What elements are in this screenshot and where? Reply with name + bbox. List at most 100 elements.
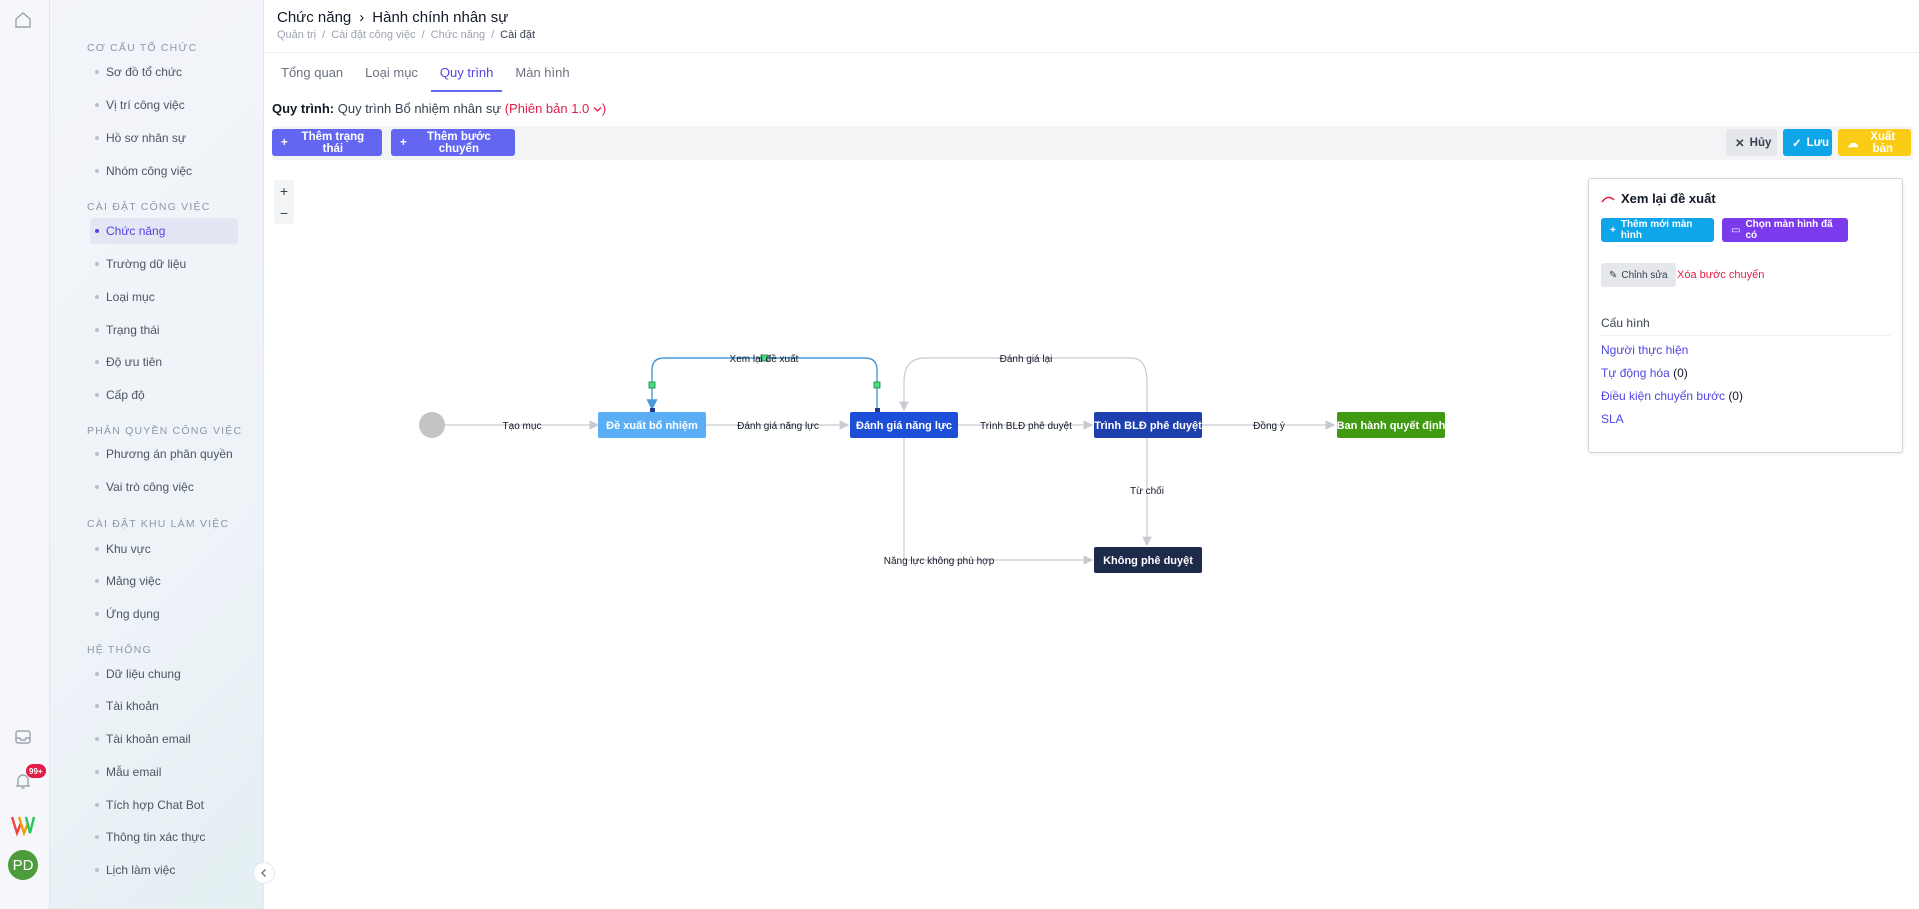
breadcrumb-item[interactable]: Chức năng: [430, 29, 486, 41]
edge-reassess[interactable]: [899, 357, 1148, 413]
page-title-function: Hành chính nhân sự: [372, 9, 509, 26]
cancel-label: Hủy: [1749, 136, 1772, 149]
node-label: Không phê duyệt: [1103, 555, 1193, 567]
edge-label-create[interactable]: Tạo mục: [503, 421, 542, 432]
tab-workflow[interactable]: Quy trình: [430, 63, 503, 92]
tab-item-types[interactable]: Loại mục: [365, 65, 418, 80]
chevron-down-icon: [593, 107, 602, 112]
breadcrumb-item[interactable]: Quản trị: [277, 29, 317, 41]
config-assignee-link[interactable]: Người thực hiện: [1601, 343, 1689, 357]
edge-label-review[interactable]: Xem lại đề xuất: [730, 353, 799, 365]
sidebar-item-accounts[interactable]: Tài khoản: [90, 693, 238, 719]
cancel-button[interactable]: ✕ Hủy: [1726, 129, 1777, 156]
breadcrumb-item[interactable]: Cài đặt công việc: [331, 29, 416, 41]
node-submit[interactable]: [1094, 412, 1202, 438]
sidebar-item-work-calendar[interactable]: Lịch làm việc: [90, 857, 238, 883]
sidebar-item-chatbot[interactable]: Tích hợp Chat Bot: [90, 792, 238, 818]
config-conditions-link[interactable]: Điều kiện chuyển bước: [1601, 389, 1725, 403]
edge-anchor[interactable]: [650, 408, 655, 413]
close-icon: ✕: [1735, 137, 1745, 150]
edge-label-assess[interactable]: Đánh giá năng lực: [737, 421, 819, 432]
config-title: Cấu hình: [1601, 316, 1650, 330]
sidebar-item-email-templates[interactable]: Mẫu email: [90, 759, 238, 785]
start-node[interactable]: [419, 412, 445, 438]
sidebar-item-email-accounts[interactable]: Tài khoản email: [90, 726, 238, 752]
sidebar-item-job-groups[interactable]: Nhóm công việc: [90, 158, 238, 184]
workflow-canvas[interactable]: + −: [264, 165, 1919, 909]
user-avatar[interactable]: PD: [8, 850, 38, 880]
tab-screens[interactable]: Màn hình: [515, 65, 570, 80]
version-selector[interactable]: (Phiên bản 1.0 ): [505, 101, 607, 116]
publish-button[interactable]: ☁Xuất bản: [1838, 129, 1911, 156]
edge-handle[interactable]: [760, 354, 769, 362]
workspace-logo-icon[interactable]: [10, 812, 36, 838]
panel-title-text: Xem lại đề xuất: [1621, 191, 1716, 206]
zoom-controls: + −: [274, 180, 294, 224]
config-divider: [1601, 335, 1891, 336]
breadcrumb-separator: /: [491, 29, 495, 41]
edit-button[interactable]: ✎Chỉnh sửa: [1601, 263, 1676, 287]
node-assess[interactable]: [850, 412, 958, 438]
home-icon[interactable]: [10, 7, 36, 33]
node-propose[interactable]: [598, 412, 706, 438]
edge-anchor[interactable]: [875, 408, 880, 413]
edge-label-reassess[interactable]: Đánh giá lại: [1000, 354, 1053, 365]
monitor-icon: ▭: [1731, 224, 1741, 236]
node-label: Đề xuất bổ nhiệm: [606, 420, 698, 432]
sidebar-item-org-chart[interactable]: Sơ đồ tổ chức: [90, 59, 238, 85]
workflow-info: Quy trình: Quy trình Bổ nhiệm nhân sự (P…: [272, 101, 606, 116]
version-text: (Phiên bản 1.0: [504, 101, 590, 116]
add-status-label: Thêm trạng thái: [301, 130, 365, 155]
inbox-icon[interactable]: [10, 724, 36, 750]
sidebar-item-auth-info[interactable]: Thông tin xác thực: [90, 824, 238, 850]
delete-transition-link[interactable]: Xóa bước chuyển: [1677, 269, 1765, 281]
node-reject[interactable]: [1094, 547, 1202, 573]
bell-icon[interactable]: [10, 768, 36, 794]
config-automation-link[interactable]: Tự động hóa: [1601, 366, 1670, 380]
zoom-in-button[interactable]: +: [279, 183, 289, 199]
add-transition-button[interactable]: +Thêm bước chuyển: [391, 129, 515, 156]
collapse-sidebar-button[interactable]: [253, 862, 275, 884]
page-title-module[interactable]: Chức năng: [277, 9, 352, 26]
sidebar-item-statuses[interactable]: Trạng thái: [90, 317, 238, 343]
sidebar-section-title: CÀI ĐẶT KHU LÀM VIỆC: [87, 518, 230, 530]
sidebar-item-data-fields[interactable]: Trường dữ liệu: [90, 251, 238, 277]
edge-label-unfit[interactable]: Năng lực không phù hợp: [884, 556, 995, 567]
sidebar-item-areas[interactable]: Khu vực: [90, 536, 238, 562]
sidebar-item-permission-schemes[interactable]: Phương án phân quyền: [90, 441, 238, 467]
sidebar-item-work-domains[interactable]: Mảng việc: [90, 568, 238, 594]
settings-sidebar: CƠ CẤU TỔ CHỨC Sơ đồ tổ chức Vị trí công…: [50, 0, 264, 909]
sidebar-item-priorities[interactable]: Độ ưu tiên: [90, 349, 238, 375]
tab-overview[interactable]: Tổng quan: [281, 65, 344, 80]
node-label: Trình BLĐ phê duyệt: [1094, 420, 1202, 432]
sidebar-item-job-positions[interactable]: Vị trí công việc: [90, 92, 238, 118]
sidebar-item-job-roles[interactable]: Vai trò công việc: [90, 474, 238, 500]
choose-screen-button[interactable]: ▭Chọn màn hình đã có: [1722, 218, 1848, 242]
app-rail: 99+ PD: [0, 0, 50, 909]
sidebar-item-hr-profiles[interactable]: Hồ sơ nhân sự: [90, 125, 238, 151]
edge-unfit[interactable]: [903, 437, 1094, 565]
edge-label-agree[interactable]: Đồng ý: [1253, 420, 1285, 432]
edge-review-selected[interactable]: [646, 357, 878, 413]
sidebar-item-functions[interactable]: Chức năng: [90, 218, 238, 244]
sidebar-section-title: PHÂN QUYỀN CÔNG VIỆC: [87, 425, 243, 437]
save-button[interactable]: ✓Lưu: [1783, 129, 1832, 156]
sidebar-item-common-data[interactable]: Dữ liệu chung: [90, 661, 238, 687]
notification-badge: 99+: [26, 764, 46, 778]
edge-label-refuse[interactable]: Từ chối: [1130, 485, 1164, 497]
edge-handle[interactable]: [648, 381, 656, 389]
sidebar-item-item-types[interactable]: Loại mục: [90, 284, 238, 310]
edge-label-submit[interactable]: Trình BLĐ phê duyệt: [980, 421, 1072, 432]
node-label: Ban hành quyết định: [1337, 420, 1446, 432]
edge-handle[interactable]: [873, 381, 881, 389]
add-screen-button[interactable]: +Thêm mới màn hình: [1601, 218, 1714, 242]
node-issue[interactable]: [1337, 412, 1445, 438]
add-status-button[interactable]: +Thêm trạng thái: [272, 129, 382, 156]
sidebar-item-apps[interactable]: Ứng dụng: [90, 601, 238, 627]
title-separator: ›: [359, 9, 365, 26]
config-automation: Tự động hóa (0): [1601, 366, 1688, 380]
zoom-out-button[interactable]: −: [279, 205, 289, 221]
publish-label: Xuất bản: [1870, 130, 1896, 155]
sidebar-item-levels[interactable]: Cấp độ: [90, 382, 238, 408]
config-sla-link[interactable]: SLA: [1601, 412, 1624, 426]
